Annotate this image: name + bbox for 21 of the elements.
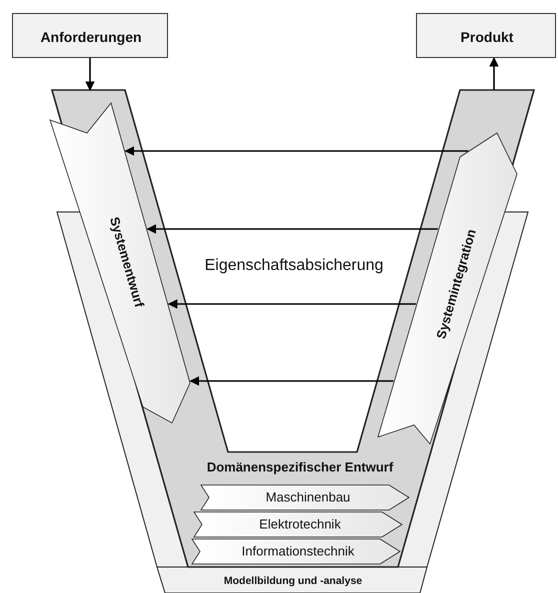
arrow [146, 224, 438, 234]
band-label: Modellbildung und -analyse [224, 576, 362, 586]
domain-label: Maschinenbau [266, 490, 350, 504]
section-heading: Domänenspezifischer Entwurf [206, 460, 394, 474]
arrow [168, 299, 416, 309]
domain-label: Elektrotechnik [259, 518, 341, 530]
domain-banner [194, 512, 402, 537]
annotation-label: Eigenschaftsabsicherung [204, 258, 384, 274]
box-label: Produkt [460, 30, 514, 44]
v-shape [52, 90, 534, 567]
arrow [489, 57, 499, 90]
input-box [12, 13, 168, 58]
phase-arrow [50, 103, 190, 423]
domain-label: Informationstechnik [242, 544, 354, 558]
output-box [416, 13, 556, 58]
domain-banner [192, 539, 400, 564]
arrow [189, 376, 394, 386]
arrow [85, 58, 95, 91]
box-label: Anforderungen [40, 30, 142, 44]
domain-banner [201, 485, 409, 510]
arrow [124, 146, 468, 156]
